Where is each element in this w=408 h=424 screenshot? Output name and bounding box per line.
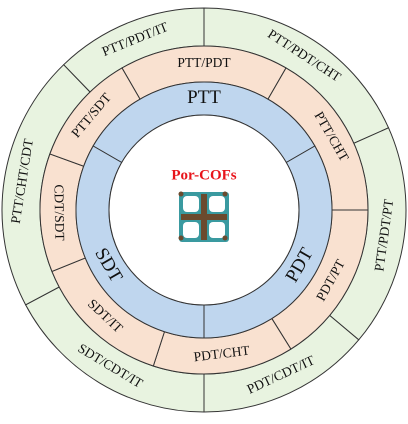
middle-ring-label: CDT/SDT [51, 184, 67, 241]
framework-node [178, 191, 184, 197]
middle-ring-label: PDT/CHT [193, 343, 251, 365]
framework-node [222, 191, 228, 197]
framework-cell [183, 222, 199, 238]
framework-structure-icon [178, 191, 229, 242]
center-label: Por-COFs [171, 167, 236, 183]
inner-ring-label: PTT [187, 87, 221, 108]
middle-ring-label: PTT/PDT [177, 55, 231, 70]
framework-cell [183, 196, 199, 212]
framework-cell [209, 196, 225, 212]
framework-cell [209, 222, 225, 238]
framework-node [200, 213, 206, 219]
framework-node [222, 235, 228, 241]
outer-ring [1, 7, 407, 413]
middle-ring [39, 45, 369, 375]
framework-node [178, 235, 184, 241]
